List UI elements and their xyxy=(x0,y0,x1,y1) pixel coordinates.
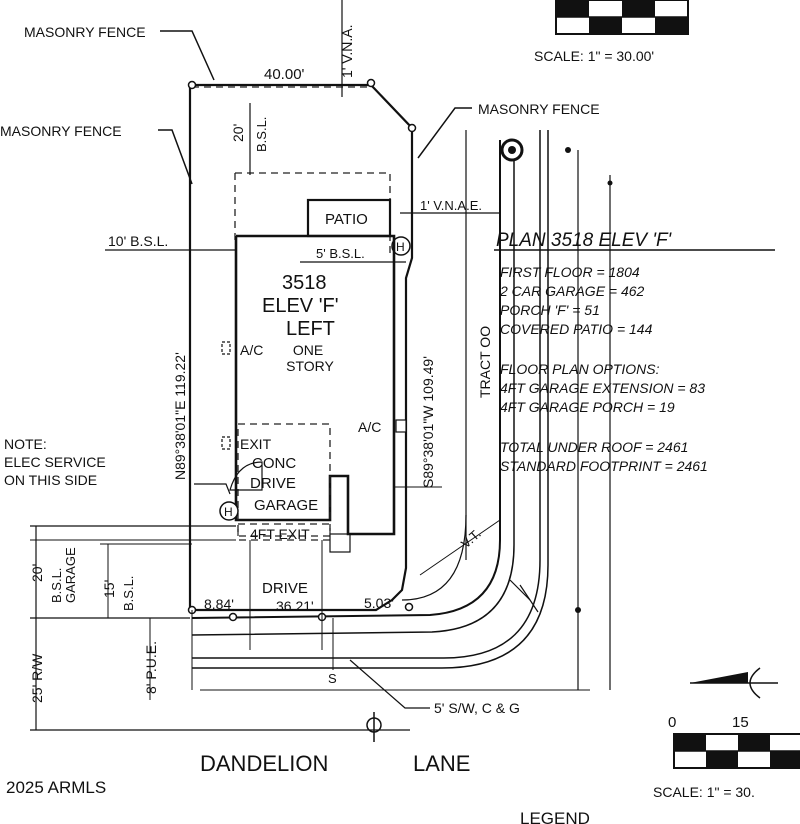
plan-elev: ELEV 'F' xyxy=(262,295,339,317)
info-line-3: PORCH 'F' = 51 xyxy=(500,302,600,318)
hose-bib-icon-bottom xyxy=(219,501,239,521)
one-story-label: ONE STORY xyxy=(286,342,334,374)
plan-number: 3518 xyxy=(282,272,327,294)
ac-left-label: A/C xyxy=(240,342,263,358)
bearing-right: S89°38'01"W 109.49' xyxy=(420,356,436,488)
vnae-right-label: 1' V.N.A.E. xyxy=(420,198,482,213)
info-line-4: COVERED PATIO = 144 xyxy=(500,321,653,337)
vt-label: V.T. xyxy=(458,526,484,551)
bsl-20-top: 20' xyxy=(230,124,246,142)
house-footprint xyxy=(234,234,396,536)
top-scale-label: SCALE: 1" = 30.00' xyxy=(534,48,654,64)
bearing-left: N89°38'01"E 119.22' xyxy=(172,352,188,480)
dim-top: 40.00' xyxy=(264,66,305,83)
info-line-7: 4FT GARAGE PORCH = 19 xyxy=(500,399,675,415)
legend-title: LEGEND xyxy=(520,809,590,824)
utility-pole-icon xyxy=(500,138,524,162)
scale-15: 15 xyxy=(732,714,749,731)
pue-8-label: 8' P.U.E. xyxy=(143,641,159,694)
exit-top-label: EXIT xyxy=(240,436,272,452)
masonry-fence-right-label: MASONRY FENCE xyxy=(478,101,600,117)
plan-info-title: PLAN 3518 ELEV 'F' xyxy=(496,230,673,251)
hose-bib-icon-top xyxy=(391,236,411,256)
garage-extension-outline xyxy=(237,423,331,537)
garage-label: GARAGE xyxy=(254,497,318,514)
bsl-garage-line2: GARAGE xyxy=(63,547,78,603)
ac-unit-left xyxy=(221,341,231,355)
street-name-right: LANE xyxy=(413,751,470,776)
centerline-icon xyxy=(366,712,382,742)
info-line-8: TOTAL UNDER ROOF = 2461 xyxy=(500,439,688,455)
ac-unit-right xyxy=(395,419,407,433)
dim-3621: 36.21' xyxy=(276,598,314,614)
info-line-2: 2 CAR GARAGE = 462 xyxy=(499,283,645,299)
rw-25-label: 25' R/W xyxy=(29,653,45,703)
patio-label: PATIO xyxy=(325,211,368,228)
dim-884: 8.84' xyxy=(204,596,234,612)
tract-label: TRACT OO xyxy=(477,326,493,398)
scale-0: 0 xyxy=(668,714,676,731)
dim-20-garage: 20' xyxy=(29,564,45,582)
hose-bib-label-bottom: H xyxy=(224,505,233,519)
bsl-garage-line1: B.S.L. xyxy=(49,568,64,603)
one-story-line-1: ONE xyxy=(293,342,323,358)
bsl-top-label: B.S.L. xyxy=(254,117,269,152)
copyright-text: 2025 ARMLS xyxy=(6,778,106,797)
bottom-scale-label: SCALE: 1" = 30. xyxy=(653,784,755,800)
info-line-1: FIRST FLOOR = 1804 xyxy=(500,264,640,280)
bsl-10-label: 10' B.S.L. xyxy=(108,233,168,249)
dim-15: 15' xyxy=(101,580,117,598)
hose-bib-label-top: H xyxy=(396,240,405,254)
info-line-9: STANDARD FOOTPRINT = 2461 xyxy=(500,458,708,474)
info-line-6: 4FT GARAGE EXTENSION = 83 xyxy=(500,380,705,396)
vnae-top-label: 1' V.N.A. xyxy=(339,24,355,78)
top-scale-bar xyxy=(555,0,689,35)
plan-hand: LEFT xyxy=(286,318,335,340)
elec-note-line-3: ON THIS SIDE xyxy=(4,472,97,488)
info-line-5: FLOOR PLAN OPTIONS: xyxy=(500,361,660,377)
sidewalk-label: 5' S/W, C & G xyxy=(434,700,520,716)
bottom-scale-bar xyxy=(673,733,800,769)
elec-note-line-1: NOTE: xyxy=(4,436,47,452)
lot-boundary xyxy=(188,83,414,612)
elec-note: NOTE: ELEC SERVICE ON THIS SIDE xyxy=(4,436,110,488)
elec-note-line-2: ELEC SERVICE xyxy=(4,454,106,470)
s-mark: S xyxy=(328,671,337,686)
masonry-fence-left-label: MASONRY FENCE xyxy=(0,123,122,139)
street-curves xyxy=(191,130,611,690)
masonry-fence-top-label: MASONRY FENCE xyxy=(24,24,146,40)
one-story-line-2: STORY xyxy=(286,358,334,374)
plan-info-lines: FIRST FLOOR = 1804 2 CAR GARAGE = 462 PO… xyxy=(499,264,708,474)
bsl-5-label: 5' B.S.L. xyxy=(316,246,365,261)
street-name-left: DANDELION xyxy=(200,751,328,776)
exit-4ft-outline xyxy=(237,523,331,541)
dim-503: 5.03' xyxy=(364,595,394,611)
drive-label: DRIVE xyxy=(262,580,308,597)
left-dimensions xyxy=(30,525,590,731)
conc-label: CONC xyxy=(252,455,296,472)
bsl-15: B.S.L. xyxy=(121,576,136,611)
exit-4ft-label: 4FT EXIT xyxy=(250,526,310,542)
ac-right-label: A/C xyxy=(358,419,381,435)
north-arrow-icon xyxy=(690,667,778,699)
